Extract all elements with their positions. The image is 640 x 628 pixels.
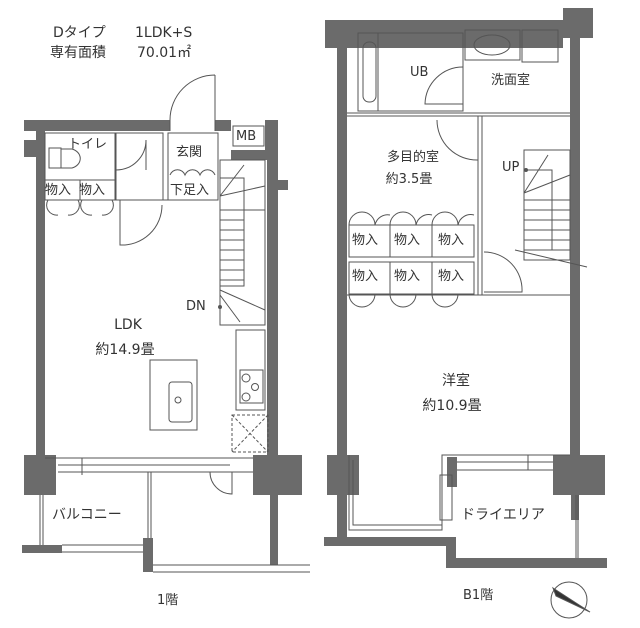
storage-label: 物入 xyxy=(352,269,379,284)
mb-label: MB xyxy=(236,129,257,144)
plan-type: Dタイプ xyxy=(53,25,106,41)
storage-label: 物入 xyxy=(45,183,72,198)
north-compass-icon xyxy=(551,586,591,613)
fixtures-floor1 xyxy=(39,74,310,573)
storage-label: 物入 xyxy=(394,233,421,248)
storage-label: 物入 xyxy=(438,233,465,248)
storage-label: 物入 xyxy=(394,269,421,284)
balcony-label: バルコニー xyxy=(52,507,122,523)
multipurpose-size: 約3.5畳 xyxy=(385,172,433,187)
walls-floor1 xyxy=(22,120,302,572)
western-size: 約10.9畳 xyxy=(422,398,482,414)
area-label: 専有面積 xyxy=(50,45,106,61)
storage-label: 物入 xyxy=(352,233,379,248)
plan-layout: 1LDK+S xyxy=(135,25,193,41)
room-ldk: LDK xyxy=(114,317,142,333)
room-washroom: 洗面室 xyxy=(491,73,531,88)
walls-floorB1 xyxy=(324,8,607,568)
floor1-label: 1階 xyxy=(157,593,179,608)
fixtures-floorB1 xyxy=(347,29,591,619)
room-multipurpose: 多目的室 xyxy=(386,150,440,165)
stairs-down-label: DN xyxy=(186,299,206,314)
ldk-size: 約14.9畳 xyxy=(95,342,155,358)
stairs-up-label: UP xyxy=(502,160,520,175)
dry-area-label: ドライエリア xyxy=(461,507,545,523)
storage-label: 物入 xyxy=(79,183,106,198)
floorB1-label: B1階 xyxy=(463,588,494,603)
room-ub: UB xyxy=(410,65,429,80)
area-value: 70.01㎡ xyxy=(137,45,192,61)
room-western: 洋室 xyxy=(442,373,470,389)
shoe-box-label: 下足入 xyxy=(170,183,210,198)
storage-label: 物入 xyxy=(438,269,465,284)
room-entrance: 玄関 xyxy=(176,145,203,160)
room-toilet: トイレ xyxy=(68,137,108,152)
